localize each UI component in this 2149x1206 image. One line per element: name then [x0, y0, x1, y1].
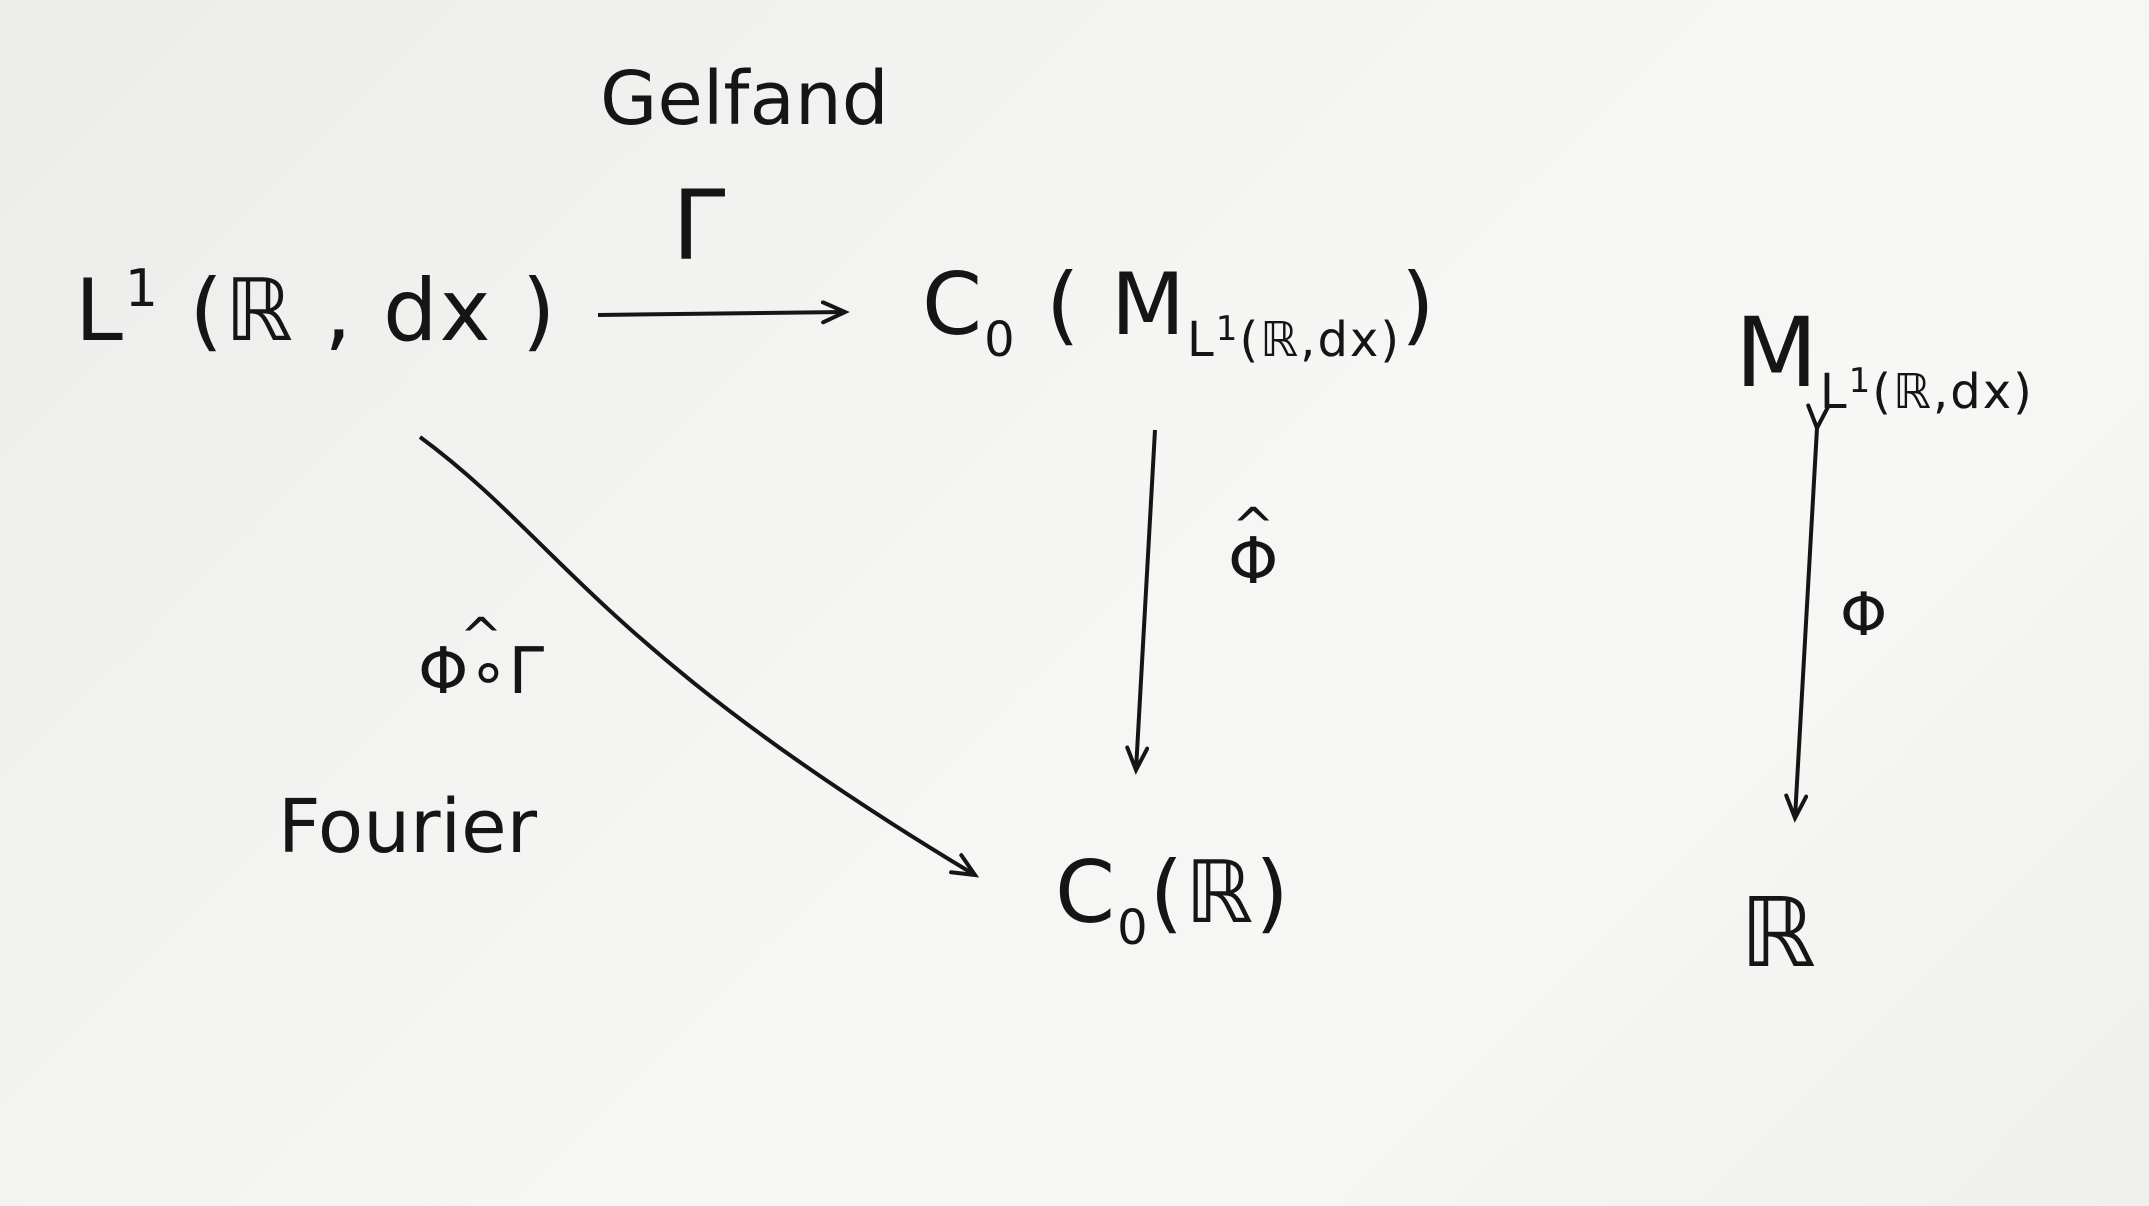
- c0m-close: ): [1401, 255, 1437, 355]
- l1-sup: 1: [124, 259, 161, 319]
- c0r-args: (ℝ): [1149, 843, 1291, 943]
- phi-hat-label: Φ: [1228, 530, 1278, 594]
- gelfand-label: Gelfand: [600, 56, 889, 142]
- node-m: ML1(ℝ,dx): [1735, 305, 2034, 416]
- m-main: M: [1735, 297, 1820, 409]
- phi-hat-arrow: [1125, 429, 1157, 775]
- c0m-main: C: [922, 255, 985, 355]
- gamma-label: Γ: [672, 170, 726, 282]
- node-l1: L1 (ℝ , dx ): [75, 263, 557, 354]
- m-sub: L1(ℝ,dx): [1819, 361, 2034, 420]
- fourier-label: Fourier: [278, 784, 538, 870]
- gelfand-arrow: [597, 300, 850, 325]
- c0r-sub: 0: [1117, 900, 1150, 956]
- l1-main: L: [75, 261, 125, 361]
- phi-label: Φ: [1840, 580, 1888, 650]
- c0m-mid: ( M: [1045, 255, 1188, 355]
- c0r-main: C: [1055, 843, 1118, 943]
- node-r: ℝ: [1740, 877, 1819, 989]
- phi-double-arrow: [1784, 403, 1831, 823]
- phi-hat-gamma-label: Φ∘Γ: [418, 640, 544, 704]
- c0m-sub: 0: [984, 312, 1017, 368]
- l1-args: (ℝ , dx ): [189, 261, 558, 361]
- node-c0-m: C0 ( ML1(ℝ,dx)): [922, 262, 1437, 364]
- c0m-msub: L1(ℝ,dx): [1187, 309, 1402, 368]
- fourier-arrow: [418, 435, 980, 878]
- node-c0-r: C0(ℝ): [1055, 850, 1291, 952]
